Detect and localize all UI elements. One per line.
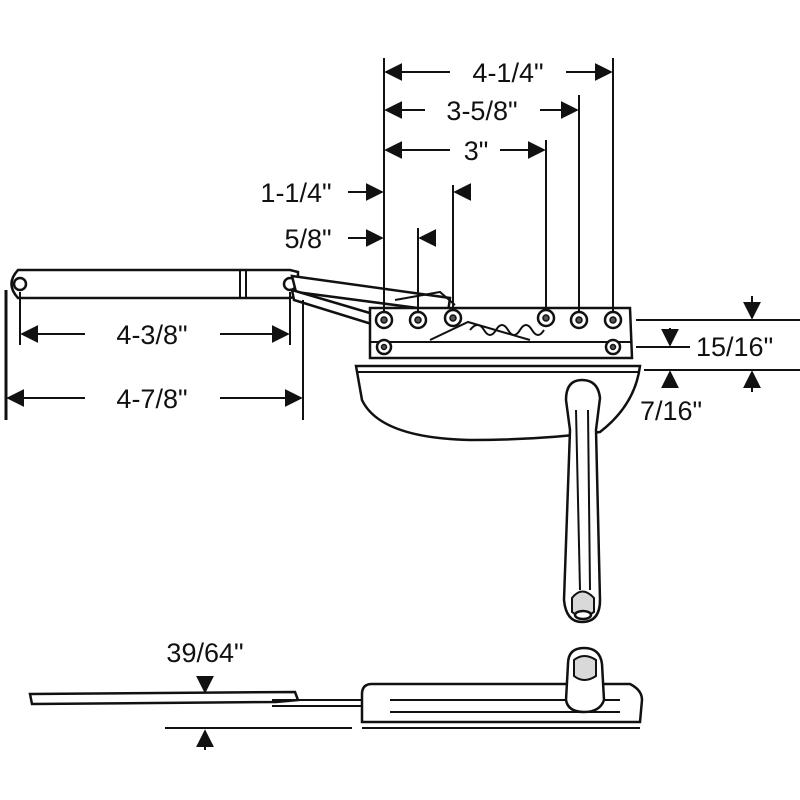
dimension-label-3-5-8: 3-5/8" bbox=[446, 96, 517, 126]
dimension-5-8: 5/8" bbox=[284, 224, 437, 254]
dimension-3-5-8: 3-5/8" bbox=[384, 96, 579, 126]
dimension-label-39-64: 39/64" bbox=[166, 638, 243, 668]
dimension-15-16: 15/16" bbox=[696, 296, 773, 392]
dimension-1-1-4: 1-1/4" bbox=[260, 178, 472, 208]
dimension-label-3: 3" bbox=[464, 136, 489, 166]
dimension-39-64: 39/64" bbox=[165, 638, 352, 750]
dimension-7-16: 7/16" bbox=[640, 328, 702, 426]
dimension-4-7-8: 4-7/8" bbox=[6, 384, 303, 414]
extension-lines-arm bbox=[4, 290, 304, 420]
dimension-label-5-8: 5/8" bbox=[284, 224, 331, 254]
extension-lines-right bbox=[636, 319, 800, 371]
dimension-3: 3" bbox=[384, 136, 546, 166]
dimension-label-1-1-4: 1-1/4" bbox=[260, 178, 331, 208]
operator-side-view bbox=[28, 646, 644, 729]
operator-top-view bbox=[10, 268, 642, 624]
crank-handle bbox=[562, 378, 602, 624]
dimension-4-1-4: 4-1/4" bbox=[384, 58, 613, 88]
dimension-label-15-16: 15/16" bbox=[696, 332, 773, 362]
dimension-4-3-8: 4-3/8" bbox=[20, 320, 290, 350]
side-view-crank-knob bbox=[564, 646, 606, 714]
dimension-label-4-1-4: 4-1/4" bbox=[472, 58, 543, 88]
dimension-label-7-16: 7/16" bbox=[640, 396, 702, 426]
operator-base bbox=[368, 290, 634, 360]
extension-lines-top bbox=[383, 58, 614, 312]
long-arm bbox=[10, 268, 300, 300]
dimension-label-4-7-8: 4-7/8" bbox=[116, 384, 187, 414]
dimension-label-4-3-8: 4-3/8" bbox=[116, 320, 187, 350]
